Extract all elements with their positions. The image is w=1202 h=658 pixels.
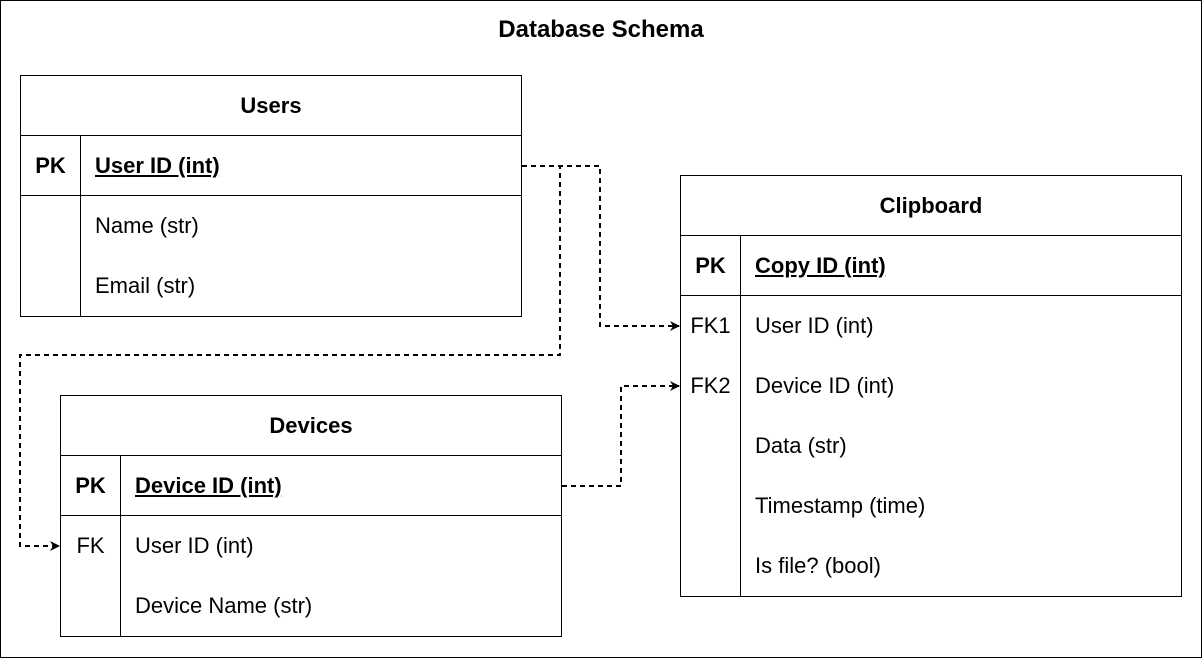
entity-users-header: Users — [21, 76, 521, 136]
devices-field-column: User ID (int) Device Name (str) — [121, 516, 561, 636]
users-pk-row: PK User ID (int) — [21, 136, 521, 196]
entity-devices: Devices PK Device ID (int) FK User ID (i… — [60, 395, 562, 637]
users-field-name: Name (str) — [95, 213, 199, 238]
devices-body: FK User ID (int) Device Name (str) — [61, 516, 561, 636]
clipboard-row-key — [681, 536, 740, 596]
clipboard-pk-field: Copy ID (int) — [755, 252, 886, 278]
devices-pk-row: PK Device ID (int) — [61, 456, 561, 516]
clipboard-fk2-label: FK2 — [690, 373, 731, 398]
devices-row-key — [61, 576, 120, 636]
clipboard-pk-row: PK Copy ID (int) — [681, 236, 1181, 296]
devices-fk-label: FK — [76, 533, 105, 558]
entity-users: Users PK User ID (int) Name (str) Email … — [20, 75, 522, 317]
users-pk-field: User ID (int) — [95, 152, 220, 178]
clipboard-field-is-file: Is file? (bool) — [755, 553, 881, 578]
users-body: Name (str) Email (str) — [21, 196, 521, 316]
clipboard-fk1-label: FK1 — [690, 313, 731, 338]
entity-clipboard-header: Clipboard — [681, 176, 1181, 236]
clipboard-row-key — [681, 416, 740, 476]
users-field-email: Email (str) — [95, 273, 196, 298]
entity-devices-header: Devices — [61, 396, 561, 456]
users-pk-label: PK — [21, 136, 81, 195]
devices-pk-label: PK — [61, 456, 121, 515]
devices-field-device-name: Device Name (str) — [135, 593, 313, 618]
clipboard-field-device-id: Device ID (int) — [755, 373, 895, 398]
clipboard-key-column: FK1 FK2 — [681, 296, 741, 596]
users-field-column: Name (str) Email (str) — [81, 196, 521, 316]
clipboard-row-key — [681, 476, 740, 536]
clipboard-field-timestamp: Timestamp (time) — [755, 493, 926, 518]
diagram-title: Database Schema — [498, 16, 704, 43]
clipboard-body: FK1 FK2 User ID (int) Device ID (int) Da… — [681, 296, 1181, 596]
users-row-key — [21, 256, 80, 316]
entity-clipboard: Clipboard PK Copy ID (int) FK1 FK2 User … — [680, 175, 1182, 597]
clipboard-field-data: Data (str) — [755, 433, 847, 458]
clipboard-field-user-id: User ID (int) — [755, 313, 874, 338]
users-key-column — [21, 196, 81, 316]
clipboard-field-column: User ID (int) Device ID (int) Data (str)… — [741, 296, 1181, 596]
clipboard-pk-label: PK — [681, 236, 741, 295]
devices-pk-field: Device ID (int) — [135, 472, 282, 498]
devices-key-column: FK — [61, 516, 121, 636]
devices-field-user-id: User ID (int) — [135, 533, 254, 558]
users-row-key — [21, 196, 80, 256]
